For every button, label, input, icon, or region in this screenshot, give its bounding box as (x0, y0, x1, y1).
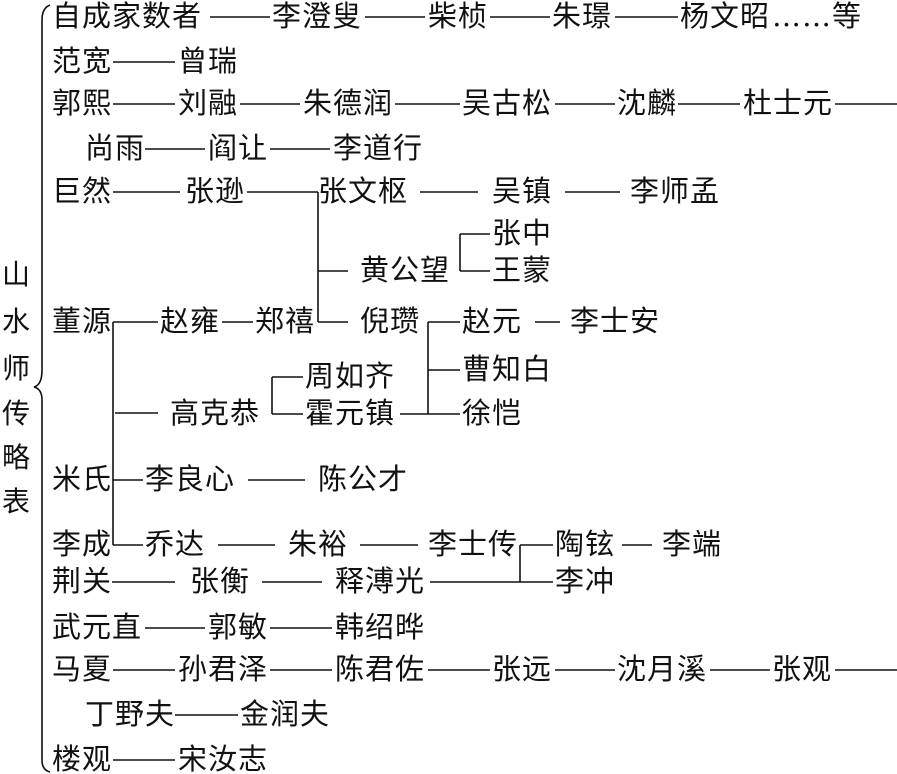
painter-name: 陈公才 (318, 462, 409, 496)
painter-name: 张观 (772, 652, 833, 686)
painter-name: 沈月溪 (617, 652, 708, 686)
painter-name: 孙君泽 (178, 652, 269, 686)
painter-name: 吴古松 (462, 86, 553, 120)
painter-name: 李冲 (555, 564, 616, 598)
painter-name: 赵元 (462, 304, 523, 338)
painter-name: 李师孟 (630, 174, 721, 208)
painter-name: 柴桢 (428, 0, 489, 33)
painter-name: 朱璟 (552, 0, 613, 33)
painter-name: 李士安 (570, 304, 661, 338)
painter-name: 郭熙 (52, 86, 113, 120)
painter-name: 武元直 (52, 610, 143, 644)
painter-name: 李道行 (333, 131, 424, 165)
painter-name: 曹知白 (462, 352, 553, 386)
painter-name: 荆关 (52, 564, 113, 598)
painter-name: 董源 (52, 304, 113, 338)
painter-name: 吴镇 (492, 174, 553, 208)
title-char: 表 (2, 485, 31, 518)
painter-name: 宋汝志 (178, 742, 269, 774)
painter-name: 赵雍 (160, 304, 221, 338)
painter-name: 自成家数者 (52, 0, 203, 33)
painter-name: 丁野夫 (85, 697, 176, 731)
painter-name: 李端 (662, 527, 723, 561)
painter-name: 郭敏 (208, 610, 269, 644)
painter-name: 朱裕 (288, 527, 349, 561)
painter-name: 李士传 (428, 527, 519, 561)
painter-name: 杜士元 (743, 86, 834, 120)
painter-name: 李成 (52, 527, 113, 561)
painter-name: 黄公望 (360, 253, 451, 287)
title-char: 略 (2, 441, 31, 474)
painter-name: 阎让 (208, 131, 269, 165)
painter-name: 韩绍晔 (335, 610, 426, 644)
painter-name: 张远 (492, 652, 553, 686)
painter-name: 徐恺 (462, 396, 523, 430)
painter-name: 曾瑞 (178, 44, 239, 78)
painter-name: 朱德润 (303, 86, 394, 120)
title-char: 传 (2, 397, 31, 430)
painter-name: 王蒙 (492, 253, 553, 287)
painter-name: 霍元镇 (305, 396, 396, 430)
painter-name: 周如齐 (305, 359, 396, 393)
painter-name: 乔达 (145, 527, 206, 561)
painter-name: 郑禧 (255, 304, 316, 338)
painter-name: 张文枢 (318, 174, 409, 208)
painter-name: 沈麟 (617, 86, 678, 120)
painter-name: 陶铉 (555, 527, 616, 561)
title-char: 山 (2, 258, 31, 291)
painter-name: 陈君佐 (335, 652, 426, 686)
painter-name: 刘融 (178, 86, 239, 120)
painter-name: 高克恭 (170, 396, 261, 430)
painter-name: 米氏 (52, 462, 113, 496)
painter-name: 张中 (492, 216, 553, 250)
painter-name: 杨文昭 (680, 0, 771, 33)
painter-name: …… (772, 0, 832, 33)
painter-name: 楼观 (52, 742, 113, 774)
painter-name: 马夏 (52, 652, 113, 686)
painter-name: 李良心 (145, 462, 236, 496)
painter-name: 范宽 (52, 44, 113, 78)
painter-name: 释溥光 (335, 564, 426, 598)
painter-name: 李澄叟 (272, 0, 363, 33)
painter-name: 巨然 (52, 174, 113, 208)
painter-name: 等 (832, 0, 863, 33)
left-brace (33, 4, 51, 773)
painter-name: 张衡 (190, 564, 251, 598)
title-char: 师 (2, 352, 31, 385)
painter-name: 尚雨 (85, 131, 146, 165)
painter-name: 倪瓒 (360, 304, 421, 338)
title-char: 水 (2, 305, 31, 338)
painter-name: 金润夫 (240, 697, 331, 731)
painter-name: 张逊 (185, 174, 246, 208)
